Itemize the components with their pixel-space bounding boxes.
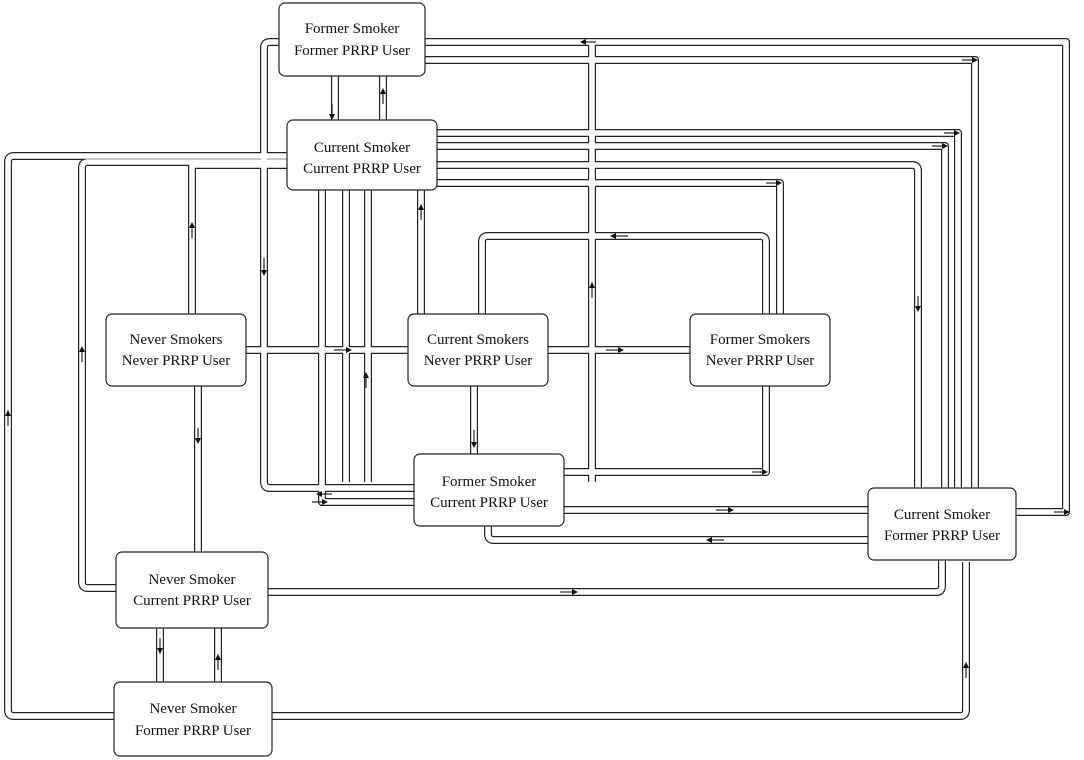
node-label-line1: Former Smokers xyxy=(710,332,811,348)
arrow-right-icon xyxy=(962,57,978,63)
arrow-right-icon xyxy=(766,180,782,186)
node-label-line1: Former Smoker xyxy=(305,21,400,37)
arrow-left-icon xyxy=(316,491,332,497)
node-label-line2: Former PRRP User xyxy=(884,528,1000,544)
arrow-right-icon xyxy=(1054,509,1070,515)
arrow-down-icon xyxy=(915,296,921,312)
node-label-line1: Never Smoker xyxy=(148,572,235,588)
node-label-line2: Current PRRP User xyxy=(430,495,548,511)
arrow-down-icon xyxy=(261,258,267,276)
connector-nscp-to-csfp-interior xyxy=(268,560,945,595)
node-former-smoker-current-prrp: Former Smoker Current PRRP User xyxy=(413,453,565,527)
node-label-line1: Current Smoker xyxy=(894,507,990,523)
arrow-up-icon xyxy=(363,372,369,388)
connector-nsfp-to-csc-outline xyxy=(4,152,290,720)
arrow-left-icon xyxy=(610,233,628,239)
connector-fsfp-to-fscp-interior xyxy=(261,39,418,491)
arrow-left-icon xyxy=(706,537,724,543)
node-former-smoker-former-prrp: Former Smoker Former PRRP User xyxy=(278,2,426,77)
direction-arrows xyxy=(5,39,1070,678)
arrow-up-icon xyxy=(963,662,969,678)
arrow-right-icon xyxy=(752,469,768,475)
connector-nsnp-to-csc-interior xyxy=(189,162,290,314)
arrow-up-icon xyxy=(189,222,195,238)
node-label-line1: Never Smoker xyxy=(149,701,236,717)
arrow-up-icon xyxy=(418,204,424,220)
node-label-line1: Never Smokers xyxy=(130,332,223,348)
connector-nscp-to-csfp-outline xyxy=(268,560,946,596)
node-label-line2: Former PRRP User xyxy=(294,43,410,59)
connector-fsfp-to-csfp-outline xyxy=(424,38,1070,516)
arrow-right-icon xyxy=(932,143,948,149)
arrow-right-icon xyxy=(560,589,578,595)
connector-csc-to-csfp-3-interior xyxy=(436,162,921,496)
arrow-up-icon xyxy=(5,410,11,426)
node-current-smoker-former-prrp: Current Smoker Former PRRP User xyxy=(867,487,1017,561)
connector-csc-to-fsnp-interior xyxy=(436,180,783,314)
node-label-line1: Current Smokers xyxy=(427,332,529,348)
node-never-smokers-never-prrp: Never Smokers Never PRRP User xyxy=(105,313,247,387)
connector-fsfp-to-csfp-interior xyxy=(424,39,1069,515)
connector-pipes xyxy=(4,38,1070,720)
arrow-up-icon xyxy=(215,654,221,670)
connector-nsfp-to-csfp-interior xyxy=(272,562,969,719)
node-label-line1: Former Smoker xyxy=(442,474,537,490)
arrow-right-icon xyxy=(334,347,352,353)
node-label-line2: Current PRRP User xyxy=(303,161,421,177)
node-label-line1: Current Smoker xyxy=(314,140,410,156)
node-label-line2: Never PRRP User xyxy=(122,353,231,369)
node-never-smoker-former-prrp: Never Smoker Former PRRP User xyxy=(113,681,273,757)
connector-fsnp-to-csnp-interior xyxy=(479,233,769,314)
node-label-line2: Current PRRP User xyxy=(133,593,251,609)
connector-csc-to-fsnp-outline xyxy=(436,179,784,314)
node-label-line2: Former PRRP User xyxy=(135,723,251,739)
arrow-up-icon xyxy=(380,88,386,104)
arrow-right-icon xyxy=(944,130,960,136)
arrow-down-icon xyxy=(157,638,163,654)
node-current-smokers-never-prrp: Current Smokers Never PRRP User xyxy=(407,313,549,387)
arrow-down-icon xyxy=(195,428,201,444)
connector-nscp-to-csc-interior xyxy=(79,159,290,591)
node-current-smoker-current-prrp: Current Smoker Current PRRP User xyxy=(286,119,438,191)
connector-fsfp-to-csfp-inner-outline xyxy=(424,56,979,518)
connector-nsfp-to-csfp-outline xyxy=(272,562,970,720)
arrow-right-icon xyxy=(606,347,624,353)
node-label-line2: Never PRRP User xyxy=(424,353,533,369)
arrow-right-icon xyxy=(716,507,734,513)
arrow-left-icon xyxy=(580,39,596,45)
connector-fsfp-to-fscp-outline xyxy=(260,38,418,492)
arrow-down-icon xyxy=(471,430,477,448)
arrow-up-icon xyxy=(79,346,85,362)
connector-csfp-to-fscp-interior xyxy=(485,524,870,543)
connector-nsfp-to-csc-interior xyxy=(5,153,290,719)
node-label-line2: Never PRRP User xyxy=(706,353,815,369)
connector-fsnp-to-csnp-outline xyxy=(478,232,770,314)
connector-nsnp-to-csc-outline xyxy=(188,161,290,314)
arrow-up-icon xyxy=(589,282,595,298)
connector-fsfp-to-csfp-inner-interior xyxy=(424,57,978,518)
arrow-right-icon xyxy=(312,499,328,505)
arrow-down-icon xyxy=(329,104,335,120)
node-former-smokers-never-prrp: Former Smokers Never PRRP User xyxy=(689,313,831,387)
node-never-smoker-current-prrp: Never Smoker Current PRRP User xyxy=(115,551,269,629)
